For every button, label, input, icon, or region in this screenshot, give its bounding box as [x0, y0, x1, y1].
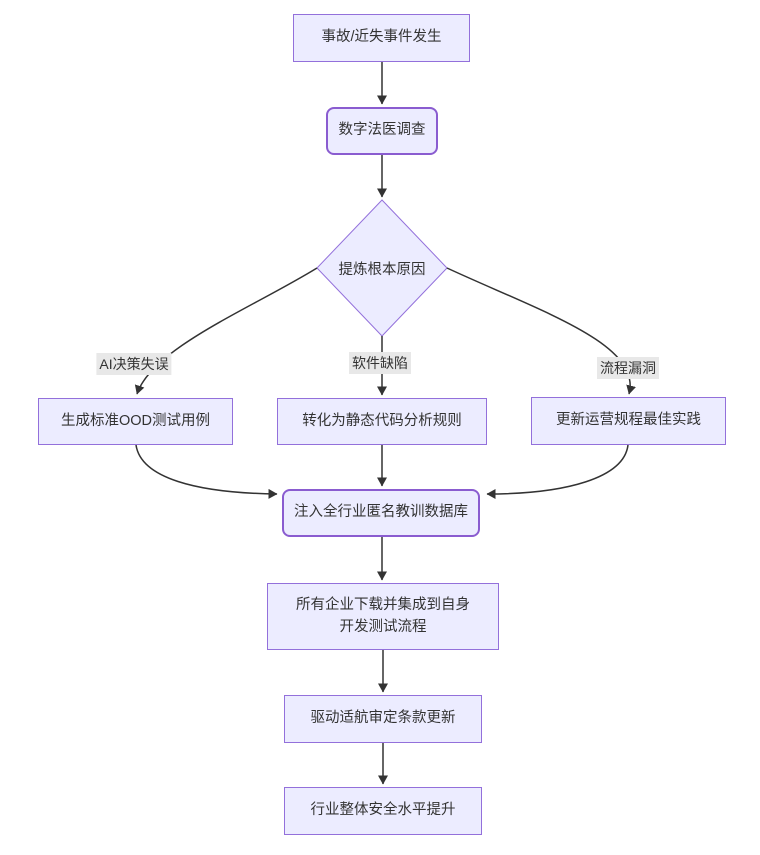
- node-static-rules: 转化为静态代码分析规则: [277, 398, 487, 445]
- edge-label-process: 流程漏洞: [597, 357, 659, 379]
- node-improve: 行业整体安全水平提升: [284, 787, 482, 835]
- node-integrate-line1: 所有企业下载并集成到自身: [296, 596, 470, 613]
- node-ops: 更新运营规程最佳实践: [531, 397, 726, 445]
- node-ood: 生成标准OOD测试用例: [38, 398, 233, 445]
- node-database: 注入全行业匿名教训数据库: [282, 489, 480, 537]
- edge-label-ai: AI决策失误: [96, 353, 172, 375]
- edge-label-software: 软件缺陷: [349, 352, 411, 374]
- edge-rootcause-to-ood: [134, 267, 318, 395]
- edge-ood-to-database: [135, 444, 278, 499]
- node-integrate-line2: 开发测试流程: [339, 618, 427, 635]
- node-airworthiness: 驱动适航审定条款更新: [284, 695, 482, 743]
- node-integrate: 所有企业下载并集成到自身 开发测试流程: [267, 583, 499, 650]
- edge-ops-to-database: [486, 444, 629, 499]
- node-incident: 事故/近失事件发生: [293, 14, 470, 62]
- node-forensic: 数字法医调查: [326, 107, 438, 155]
- node-root-cause-label: 提炼根本原因: [338, 261, 426, 278]
